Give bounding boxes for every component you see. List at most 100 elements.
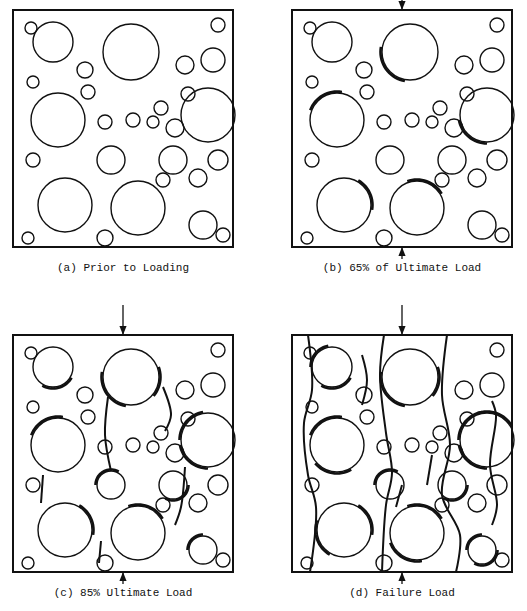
bond-crack — [381, 47, 405, 81]
aggregate-particle — [147, 441, 159, 453]
aggregate-particle — [31, 93, 85, 147]
concrete-specimen — [292, 335, 514, 572]
aggregate-particle — [216, 228, 230, 242]
mortar-crack — [427, 455, 432, 485]
aggregate-particle — [426, 441, 438, 453]
aggregate-particle — [306, 76, 318, 88]
aggregate-particle — [382, 349, 438, 405]
aggregate-particle — [22, 232, 34, 244]
aggregate-particle — [360, 85, 374, 99]
aggregate-particle — [356, 62, 372, 78]
aggregate-particle — [211, 343, 225, 357]
aggregate-particle — [468, 169, 486, 187]
aggregate-particle — [97, 471, 125, 499]
mortar-crack — [41, 475, 43, 503]
aggregate-particle — [33, 347, 73, 387]
aggregate-particle — [490, 343, 504, 357]
aggregate-particle — [189, 211, 217, 239]
aggregate-particle — [25, 22, 37, 34]
aggregate-particle — [181, 413, 235, 467]
aggregate-particle — [27, 76, 39, 88]
bond-crack — [390, 543, 422, 562]
mortar-crack — [105, 397, 111, 471]
aggregate-particle — [159, 146, 187, 174]
aggregate-particle — [111, 506, 165, 560]
aggregate-particle — [33, 22, 73, 62]
aggregate-particle — [438, 146, 466, 174]
aggregate-particle — [103, 24, 159, 80]
aggregate-particle — [433, 426, 447, 440]
load-arrow — [401, 573, 402, 584]
bond-crack — [467, 535, 483, 551]
aggregate-particle — [480, 48, 504, 72]
bond-crack — [321, 378, 350, 389]
mortar-crack — [304, 335, 316, 572]
bond-crack — [375, 470, 398, 486]
bond-crack — [96, 470, 119, 486]
bond-crack — [381, 372, 405, 406]
aggregate-particle — [27, 401, 39, 413]
mortar-crack — [175, 467, 185, 525]
aggregate-particle — [382, 24, 438, 80]
panel-caption: (b) 65% of Ultimate Load — [320, 261, 484, 275]
aggregate-particle — [304, 22, 316, 34]
aggregate-particle — [480, 373, 504, 397]
bond-crack — [165, 485, 188, 501]
aggregate-particle — [201, 48, 225, 72]
aggregate-particle — [376, 146, 404, 174]
aggregate-particle — [81, 410, 95, 424]
aggregate-particle — [468, 536, 496, 564]
mortar-crack — [490, 401, 497, 525]
aggregate-particle — [166, 119, 184, 137]
aggregate-particle — [312, 22, 352, 62]
aggregate-particle — [98, 115, 112, 129]
aggregate-particle — [103, 349, 159, 405]
bond-crack — [102, 372, 126, 406]
aggregate-particle — [460, 88, 514, 142]
aggregate-particle — [301, 232, 313, 244]
aggregate-particle — [147, 116, 159, 128]
bond-crack — [459, 445, 487, 469]
aggregate-particle — [376, 555, 392, 571]
specimen-outline — [292, 10, 512, 247]
panel-caption: (c) 85% Ultimate Load — [51, 586, 196, 600]
aggregate-particle — [111, 181, 165, 235]
aggregate-particle — [490, 18, 504, 32]
aggregate-particle — [176, 56, 194, 74]
aggregate-particle — [376, 230, 392, 246]
bond-crack — [316, 520, 330, 554]
aggregate-particle — [181, 87, 195, 101]
mortar-crack — [163, 387, 171, 431]
bond-crack — [407, 505, 441, 519]
concrete-specimen — [13, 335, 235, 572]
aggregate-particle — [312, 347, 352, 387]
bond-crack — [154, 367, 161, 396]
aggregate-particle — [25, 347, 37, 359]
aggregate-particle — [189, 169, 207, 187]
load-arrow — [401, 0, 402, 9]
bond-crack — [459, 412, 483, 440]
aggregate-particle — [97, 146, 125, 174]
aggregate-particle — [208, 475, 228, 495]
aggregate-particle — [310, 418, 364, 472]
aggregate-particle — [433, 101, 447, 115]
panel-caption: (d) Failure Load — [346, 586, 458, 600]
bond-crack — [444, 485, 467, 501]
mortar-crack — [396, 485, 402, 507]
bond-crack — [358, 505, 372, 535]
aggregate-particle — [455, 56, 473, 74]
aggregate-particle — [156, 173, 170, 187]
aggregate-particle — [208, 150, 228, 170]
concrete-specimen — [13, 10, 235, 247]
bond-crack — [310, 417, 342, 436]
aggregate-particle — [77, 387, 93, 403]
concrete-specimen — [292, 10, 514, 247]
bond-crack — [315, 463, 351, 473]
aggregate-particle — [487, 150, 507, 170]
mortar-crack — [380, 335, 392, 572]
aggregate-particle — [455, 381, 473, 399]
bond-crack — [433, 367, 440, 396]
aggregate-particle — [390, 181, 444, 235]
aggregate-particle — [154, 101, 168, 115]
aggregate-particle — [201, 373, 225, 397]
